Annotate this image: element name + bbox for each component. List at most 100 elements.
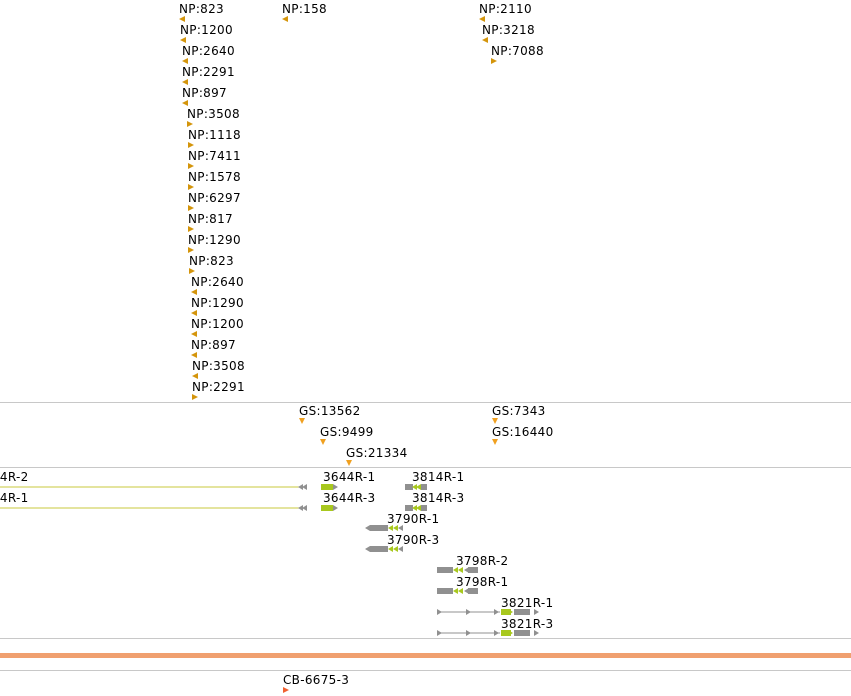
np-feature-marker-icon[interactable] bbox=[187, 121, 193, 127]
strand-left-arrow-icon bbox=[298, 484, 303, 490]
highlight-band bbox=[0, 653, 851, 658]
gene-model-label[interactable]: 3814R-1 bbox=[412, 470, 465, 484]
np-feature-marker-icon[interactable] bbox=[192, 394, 198, 400]
strand-left-arrow-icon bbox=[302, 484, 307, 490]
np-feature-marker-icon[interactable] bbox=[479, 16, 485, 22]
np-feature-label[interactable]: NP:7088 bbox=[491, 44, 544, 58]
np-feature-marker-icon[interactable] bbox=[191, 352, 197, 358]
np-feature-marker-icon[interactable] bbox=[482, 37, 488, 43]
track-divider bbox=[0, 402, 851, 403]
gs-feature-label[interactable]: GS:7343 bbox=[492, 404, 546, 418]
gs-feature-marker-icon[interactable] bbox=[299, 418, 305, 424]
np-feature-label[interactable]: NP:1290 bbox=[188, 233, 241, 247]
np-feature-label[interactable]: NP:1200 bbox=[180, 23, 233, 37]
strand-right-arrow-icon bbox=[494, 630, 499, 636]
cb-feature-marker-icon[interactable] bbox=[283, 687, 289, 693]
gene-model-label[interactable]: 3790R-1 bbox=[387, 512, 440, 526]
np-feature-label[interactable]: NP:6297 bbox=[188, 191, 241, 205]
strand-left-arrow-icon bbox=[302, 505, 307, 511]
np-feature-marker-icon[interactable] bbox=[192, 373, 198, 379]
gs-feature-label[interactable]: GS:13562 bbox=[299, 404, 361, 418]
np-feature-marker-icon[interactable] bbox=[180, 37, 186, 43]
np-feature-marker-icon[interactable] bbox=[191, 310, 197, 316]
np-feature-label[interactable]: NP:2640 bbox=[191, 275, 244, 289]
strand-left-arrow-icon bbox=[393, 525, 398, 531]
gene-model-label[interactable]: 3821R-3 bbox=[501, 617, 554, 631]
np-feature-marker-icon[interactable] bbox=[189, 268, 195, 274]
np-feature-label[interactable]: NP:2291 bbox=[192, 380, 245, 394]
track-divider bbox=[0, 467, 851, 468]
strand-left-arrow-icon bbox=[453, 567, 458, 573]
np-feature-label[interactable]: NP:1200 bbox=[191, 317, 244, 331]
np-feature-marker-icon[interactable] bbox=[491, 58, 497, 64]
np-feature-marker-icon[interactable] bbox=[188, 226, 194, 232]
np-feature-label[interactable]: NP:823 bbox=[189, 254, 234, 268]
np-feature-label[interactable]: NP:897 bbox=[182, 86, 227, 100]
np-feature-label[interactable]: NP:2110 bbox=[479, 2, 532, 16]
strand-left-arrow-icon bbox=[458, 567, 463, 573]
gene-exon-block bbox=[321, 484, 333, 490]
np-feature-marker-icon[interactable] bbox=[188, 163, 194, 169]
np-feature-marker-icon[interactable] bbox=[179, 16, 185, 22]
strand-right-arrow-icon bbox=[534, 609, 539, 615]
np-feature-label[interactable]: NP:817 bbox=[188, 212, 233, 226]
np-feature-label[interactable]: NP:2291 bbox=[182, 65, 235, 79]
gene-model-label[interactable]: 74R-2 bbox=[0, 470, 29, 484]
np-feature-label[interactable]: NP:897 bbox=[191, 338, 236, 352]
cb-feature-label[interactable]: CB-6675-3 bbox=[283, 673, 350, 687]
gene-exon-block bbox=[468, 588, 478, 594]
np-feature-label[interactable]: NP:1290 bbox=[191, 296, 244, 310]
np-feature-marker-icon[interactable] bbox=[188, 142, 194, 148]
strand-right-arrow-icon bbox=[494, 609, 499, 615]
np-feature-label[interactable]: NP:7411 bbox=[188, 149, 241, 163]
strand-left-arrow-icon bbox=[365, 546, 370, 552]
strand-left-arrow-icon bbox=[298, 505, 303, 511]
np-feature-label[interactable]: NP:823 bbox=[179, 2, 224, 16]
strand-left-arrow-icon bbox=[365, 525, 370, 531]
strand-right-arrow-icon bbox=[333, 505, 338, 511]
strand-left-arrow-icon bbox=[388, 546, 393, 552]
track-divider bbox=[0, 670, 851, 671]
gene-model-label[interactable]: 74R-1 bbox=[0, 491, 29, 505]
np-feature-label[interactable]: NP:3508 bbox=[187, 107, 240, 121]
gene-model-label[interactable]: 3821R-1 bbox=[501, 596, 554, 610]
np-feature-marker-icon[interactable] bbox=[188, 205, 194, 211]
gs-feature-label[interactable]: GS:16440 bbox=[492, 425, 554, 439]
np-feature-label[interactable]: NP:2640 bbox=[182, 44, 235, 58]
np-feature-marker-icon[interactable] bbox=[282, 16, 288, 22]
gene-model-label[interactable]: 3644R-3 bbox=[323, 491, 376, 505]
gene-model-label[interactable]: 3790R-3 bbox=[387, 533, 440, 547]
np-feature-marker-icon[interactable] bbox=[182, 58, 188, 64]
np-feature-label[interactable]: NP:1578 bbox=[188, 170, 241, 184]
np-feature-marker-icon[interactable] bbox=[188, 247, 194, 253]
np-feature-marker-icon[interactable] bbox=[191, 289, 197, 295]
gene-exon-block bbox=[405, 484, 413, 490]
gs-feature-label[interactable]: GS:21334 bbox=[346, 446, 408, 460]
gs-feature-marker-icon[interactable] bbox=[320, 439, 326, 445]
strand-left-arrow-icon bbox=[458, 588, 463, 594]
gene-exon-block bbox=[370, 546, 388, 552]
gs-feature-label[interactable]: GS:9499 bbox=[320, 425, 374, 439]
np-feature-marker-icon[interactable] bbox=[191, 331, 197, 337]
gene-model-label[interactable]: 3644R-1 bbox=[323, 470, 376, 484]
np-feature-label[interactable]: NP:1118 bbox=[188, 128, 241, 142]
gs-feature-marker-icon[interactable] bbox=[492, 439, 498, 445]
gene-exon-block bbox=[468, 567, 478, 573]
gene-model-label[interactable]: 3798R-1 bbox=[456, 575, 509, 589]
np-feature-marker-icon[interactable] bbox=[188, 184, 194, 190]
gene-exon-block bbox=[437, 588, 453, 594]
gs-feature-marker-icon[interactable] bbox=[346, 460, 352, 466]
np-feature-marker-icon[interactable] bbox=[182, 100, 188, 106]
np-feature-marker-icon[interactable] bbox=[182, 79, 188, 85]
gene-exon-block bbox=[421, 484, 427, 490]
np-feature-label[interactable]: NP:3218 bbox=[482, 23, 535, 37]
gene-exon-block bbox=[501, 609, 511, 615]
strand-right-arrow-icon bbox=[508, 609, 513, 615]
gs-feature-marker-icon[interactable] bbox=[492, 418, 498, 424]
np-feature-label[interactable]: NP:3508 bbox=[192, 359, 245, 373]
np-feature-label[interactable]: NP:158 bbox=[282, 2, 327, 16]
gene-model-label[interactable]: 3798R-2 bbox=[456, 554, 509, 568]
strand-left-arrow-icon bbox=[453, 588, 458, 594]
gene-model-label[interactable]: 3814R-3 bbox=[412, 491, 465, 505]
gene-exon-block bbox=[321, 505, 333, 511]
